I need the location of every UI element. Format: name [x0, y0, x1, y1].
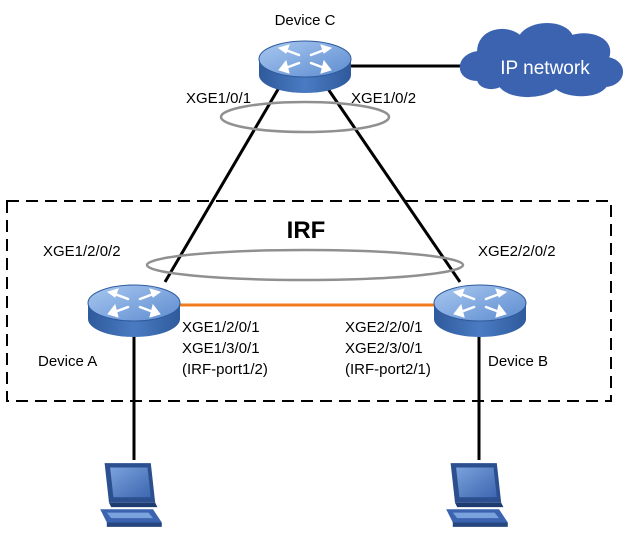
aggregation-ring-irf — [145, 248, 465, 282]
host-b-pc-icon — [446, 463, 508, 527]
aggregation-ring-device-c — [219, 100, 391, 134]
device-b-uplink-port: XGE2/2/0/2 — [478, 243, 556, 260]
device-b-irf-port-1: XGE2/2/0/1 — [345, 319, 423, 336]
device-b-label: Device B — [488, 353, 548, 370]
device-a-irf-port-name: (IRF-port1/2) — [182, 361, 268, 378]
cloud-label: IP network — [500, 58, 590, 79]
link-c-to-a — [163, 85, 282, 283]
device-c-label: Device C — [275, 12, 336, 29]
device-c-port-right: XGE1/0/2 — [351, 90, 416, 107]
irf-label: IRF — [287, 217, 326, 244]
device-b-switch-icon — [432, 283, 528, 339]
device-a-uplink-port: XGE1/2/0/2 — [43, 243, 121, 260]
device-b-irf-port-2: XGE2/3/0/1 — [345, 340, 423, 357]
ip-network-cloud: IP network — [459, 23, 623, 98]
device-a-irf-port-1: XGE1/2/0/1 — [182, 319, 260, 336]
device-c-port-left: XGE1/0/1 — [186, 90, 251, 107]
device-c-switch-icon — [257, 39, 353, 95]
device-a-irf-port-2: XGE1/3/0/1 — [182, 340, 260, 357]
device-b-irf-port-name: (IRF-port2/1) — [345, 361, 431, 378]
host-a-pc-icon — [100, 463, 162, 527]
link-c-to-b — [324, 85, 462, 283]
device-a-label: Device A — [38, 353, 97, 370]
irf-boundary — [6, 200, 612, 402]
device-a-switch-icon — [86, 283, 182, 339]
